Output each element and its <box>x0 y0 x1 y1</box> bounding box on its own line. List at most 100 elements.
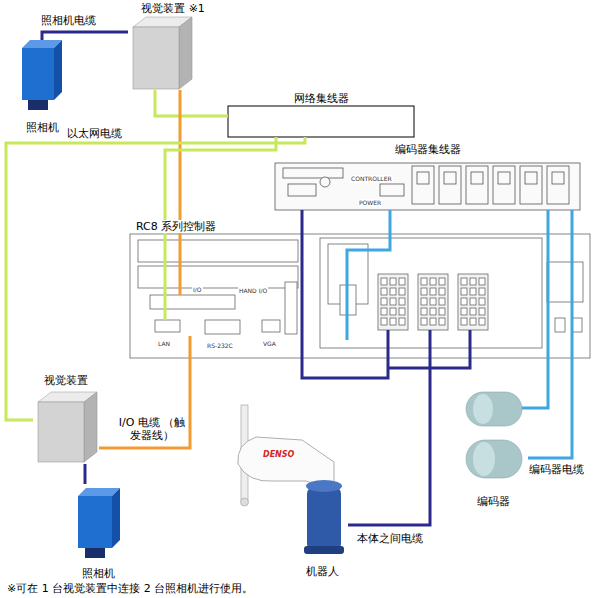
controller-drawing <box>458 274 488 330</box>
camera-icon <box>78 488 120 558</box>
controller-drawing <box>378 274 488 330</box>
controller-drawing <box>138 266 298 288</box>
controller-drawing <box>461 318 467 325</box>
cable-connector <box>99 358 190 448</box>
controller-drawing <box>430 298 436 305</box>
node-label: 照相机 <box>26 121 59 134</box>
controller-drawing <box>150 295 235 309</box>
controller-drawing <box>381 308 387 315</box>
encoder-hub-drawing <box>320 177 330 187</box>
camera-node: 照相机 <box>70 484 126 580</box>
controller-drawing <box>138 240 298 262</box>
cable-label: I/O 电缆 （触发器线） <box>116 416 188 442</box>
vision-device-icon <box>179 17 192 89</box>
controller-drawing <box>130 234 590 358</box>
cable-connector <box>179 90 182 218</box>
encoder-hub-drawing <box>283 168 343 178</box>
internal-wiring <box>429 330 432 358</box>
controller-drawing <box>479 318 485 325</box>
controller-drawing <box>390 288 396 295</box>
encoder-icon <box>473 442 495 476</box>
controller-drawing <box>470 278 476 285</box>
controller-drawing <box>390 318 396 325</box>
encoder-hub-drawing <box>471 172 483 184</box>
encoder-hub-drawing <box>417 172 429 184</box>
controller-drawing <box>555 318 565 332</box>
node-label: 编码器集线器 <box>395 143 461 156</box>
encoder-icon <box>466 392 522 478</box>
controller-drawing <box>378 274 408 330</box>
controller-drawing <box>418 274 448 330</box>
controller-drawing <box>381 288 387 295</box>
controller-drawing <box>421 318 427 325</box>
controller-drawing <box>381 298 387 305</box>
cable-label: 本体之间电缆 <box>356 532 424 545</box>
controller-drawing <box>399 318 405 325</box>
encoder-hub-drawing <box>493 166 515 204</box>
node-label: 编码器 <box>477 495 510 508</box>
port-label: VGA <box>262 340 277 348</box>
controller-drawing <box>421 308 427 315</box>
port-label: LAN <box>157 340 171 348</box>
controller-drawing <box>390 298 396 305</box>
controller-drawing <box>399 278 405 285</box>
brand-logo: DENSO <box>262 450 295 460</box>
port-label: HAND I/O <box>238 287 268 295</box>
controller-drawing <box>399 298 405 305</box>
controller-drawing <box>399 308 405 315</box>
controller-drawing <box>470 298 476 305</box>
controller-drawing <box>430 308 436 315</box>
controller-drawing <box>390 278 396 285</box>
node-label: 视觉装置 ※1 <box>141 2 205 15</box>
internal-wiring <box>347 218 390 340</box>
controller-drawing <box>421 288 427 295</box>
internal-wiring <box>302 218 388 378</box>
vision-device-node: 视觉装置 ※1 <box>128 2 218 90</box>
camera-icon <box>22 40 62 110</box>
port-label: RS-232C <box>206 342 234 350</box>
controller-drawing <box>461 278 467 285</box>
controller-drawing <box>430 278 436 285</box>
footnote: ※可在 1 台视觉装置中连接 2 台照相机进行使用。 <box>6 582 254 595</box>
vision-device-icon <box>84 392 97 462</box>
controller-drawing <box>430 318 436 325</box>
node-label: RC8 系列控制器 <box>134 220 218 233</box>
controller-drawing <box>547 262 583 302</box>
controller-drawing <box>470 308 476 315</box>
vision-device-icon <box>133 17 192 89</box>
camera-icon <box>54 40 62 100</box>
cable-connector <box>389 210 392 218</box>
controller-drawing <box>470 318 476 325</box>
controller-drawing <box>421 278 427 285</box>
cable-connector <box>42 32 128 40</box>
controller-drawing <box>461 298 467 305</box>
robot-node: 机器人 <box>296 470 348 578</box>
node-label: 机器人 <box>306 565 339 578</box>
vision-device-node: 视觉装置 <box>33 374 99 464</box>
node-label: 照相机 <box>82 567 115 580</box>
controller-drawing <box>479 288 485 295</box>
camera-icon <box>85 548 105 558</box>
encoder-hub-drawing <box>552 172 564 184</box>
cable-connector <box>348 358 430 525</box>
cable-connector <box>301 210 304 218</box>
controller-drawing <box>421 298 427 305</box>
cable-connector <box>84 464 87 484</box>
controller-drawing <box>155 320 180 332</box>
encoder-icon <box>466 440 522 478</box>
encoder-hub-drawing <box>444 172 456 184</box>
hub-outline <box>228 106 414 137</box>
controller-drawing <box>461 288 467 295</box>
encoder-hub-drawing <box>275 163 580 210</box>
encoder-icon <box>466 392 522 426</box>
controller-drawing <box>285 282 297 334</box>
robot-illustration <box>306 480 342 492</box>
encoder-hub-drawing <box>547 166 569 204</box>
controller-drawing <box>205 320 240 334</box>
cable-label: 编码器电缆 <box>528 463 585 476</box>
robot-illustration <box>304 546 344 554</box>
robot-illustration <box>238 405 344 554</box>
controller-drawing <box>479 298 485 305</box>
controller-drawing <box>390 308 396 315</box>
